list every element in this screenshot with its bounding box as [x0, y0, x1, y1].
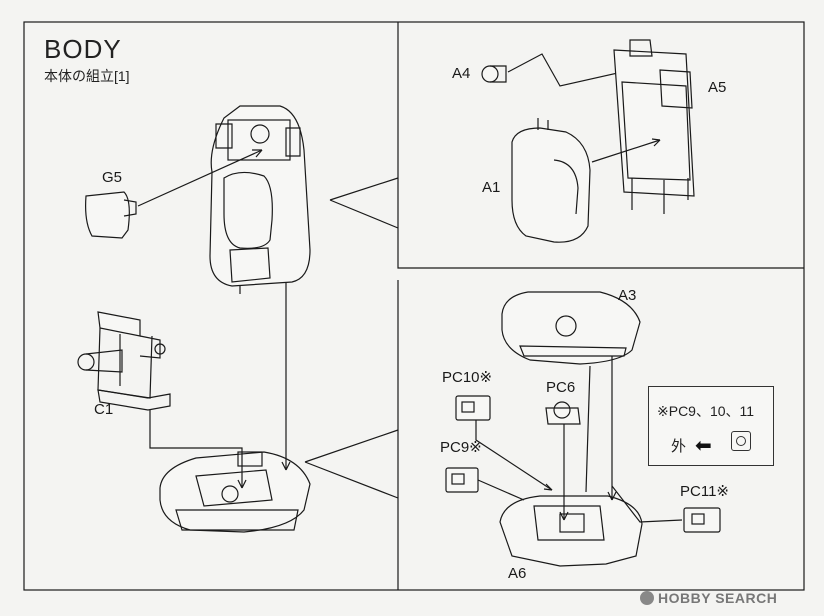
page-frame [23, 21, 805, 591]
watermark: HOBBY SEARCH [640, 590, 777, 606]
label-c1: C1 [94, 401, 114, 418]
assembly-arrow [137, 149, 263, 207]
part-a3 [501, 291, 641, 365]
part-pc6 [545, 401, 581, 425]
part-a1 [511, 118, 591, 243]
part-pc11 [683, 507, 721, 533]
part-c1 [77, 311, 171, 411]
label-pc9: PC9※ [440, 439, 482, 456]
part-a4 [481, 65, 507, 83]
arrow-left-icon: ⬅ [695, 435, 712, 457]
panel-divider [397, 22, 804, 269]
label-a4: A4 [452, 65, 471, 82]
logo-icon [640, 591, 654, 605]
guide-line [475, 420, 553, 491]
part-a6 [499, 495, 643, 567]
note-text: ※PC9、10、11 [657, 403, 755, 419]
guide-line [507, 53, 641, 87]
label-pc11: PC11※ [680, 483, 729, 500]
watermark-text: HOBBY SEARCH [658, 590, 778, 606]
base-part-left [159, 451, 311, 533]
part-orientation-icon [731, 431, 751, 451]
part-pc9 [445, 467, 479, 493]
note-box: ※PC9、10、11 外 ⬅ [648, 386, 774, 466]
page-subtitle: 本体の組立[1] [44, 68, 130, 84]
guide-line [611, 485, 683, 523]
label-a1: A1 [482, 179, 501, 196]
guide-line [585, 365, 591, 493]
zoom-line [329, 177, 399, 229]
part-pc10 [455, 395, 491, 421]
note-outside-label: 外 [671, 438, 687, 455]
part-a5 [613, 39, 695, 214]
guide-line [149, 410, 243, 488]
label-a3: A3 [618, 287, 637, 304]
label-a5: A5 [708, 79, 727, 96]
body-shell-part [209, 105, 311, 294]
assembly-arrow [591, 139, 661, 163]
zoom-line [304, 429, 399, 499]
page-title: BODY [44, 34, 122, 64]
label-a6: A6 [508, 565, 527, 582]
label-pc6: PC6 [546, 379, 576, 396]
part-g5 [85, 191, 137, 239]
guide-line [477, 479, 525, 501]
label-g5: G5 [102, 169, 123, 186]
label-pc10: PC10※ [442, 369, 493, 386]
